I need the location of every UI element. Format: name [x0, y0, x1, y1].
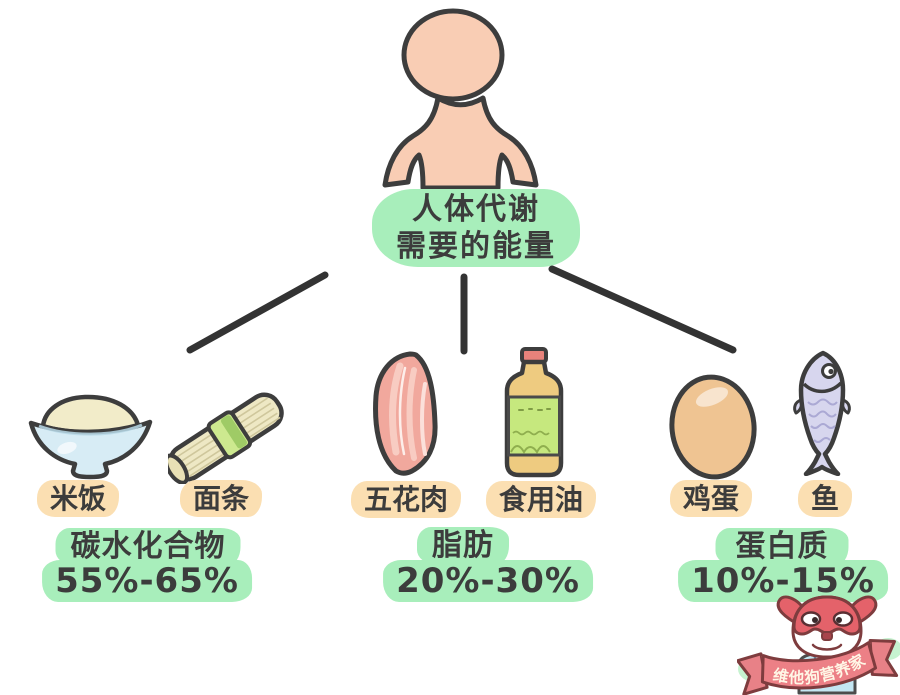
range-label-fat: 20%-30% — [383, 560, 593, 603]
egg-shape — [669, 374, 757, 480]
mascot-nose — [821, 631, 833, 641]
cooking-oil-bottle-illustration — [504, 347, 564, 478]
connector-right — [548, 265, 737, 354]
category-label-fat: 脂肪 — [417, 527, 509, 565]
range-label-carbohydrate: 55%-65% — [42, 560, 252, 603]
food-label-fish: 鱼 — [797, 480, 853, 518]
food-label-egg: 鸡蛋 — [669, 480, 753, 518]
rice-mound — [40, 394, 141, 435]
rice-bowl-illustration — [28, 394, 153, 480]
egg-illustration — [669, 374, 757, 480]
food-label-cooking-oil: 食用油 — [485, 481, 597, 519]
pork-slab — [373, 351, 438, 476]
category-label-carbohydrate: 碳水化合物 — [55, 528, 241, 566]
title-line-2: 需要的能量 — [396, 229, 556, 264]
dog-mascot-logo: 维他狗营养家 — [737, 595, 900, 695]
person-torso — [382, 95, 539, 191]
food-label-rice: 米饭 — [36, 480, 120, 518]
food-label-noodles: 面条 — [179, 480, 263, 518]
person-head — [401, 8, 505, 102]
person-upper-body-illustration — [382, 8, 539, 191]
root-title-badge: 人体代谢 需要的能量 — [372, 189, 580, 267]
food-label-pork-belly: 五花肉 — [350, 481, 462, 519]
connector-left — [186, 271, 329, 354]
range-label-protein: 10%-15% — [678, 560, 888, 603]
title-line-1: 人体代谢 — [412, 192, 540, 227]
bowl-body — [28, 419, 153, 480]
fish-illustration — [793, 350, 851, 476]
pork-belly-illustration — [373, 351, 438, 476]
category-label-protein: 蛋白质 — [715, 528, 849, 566]
noodle-bundle-illustration — [168, 392, 284, 484]
fish-body — [798, 350, 846, 476]
